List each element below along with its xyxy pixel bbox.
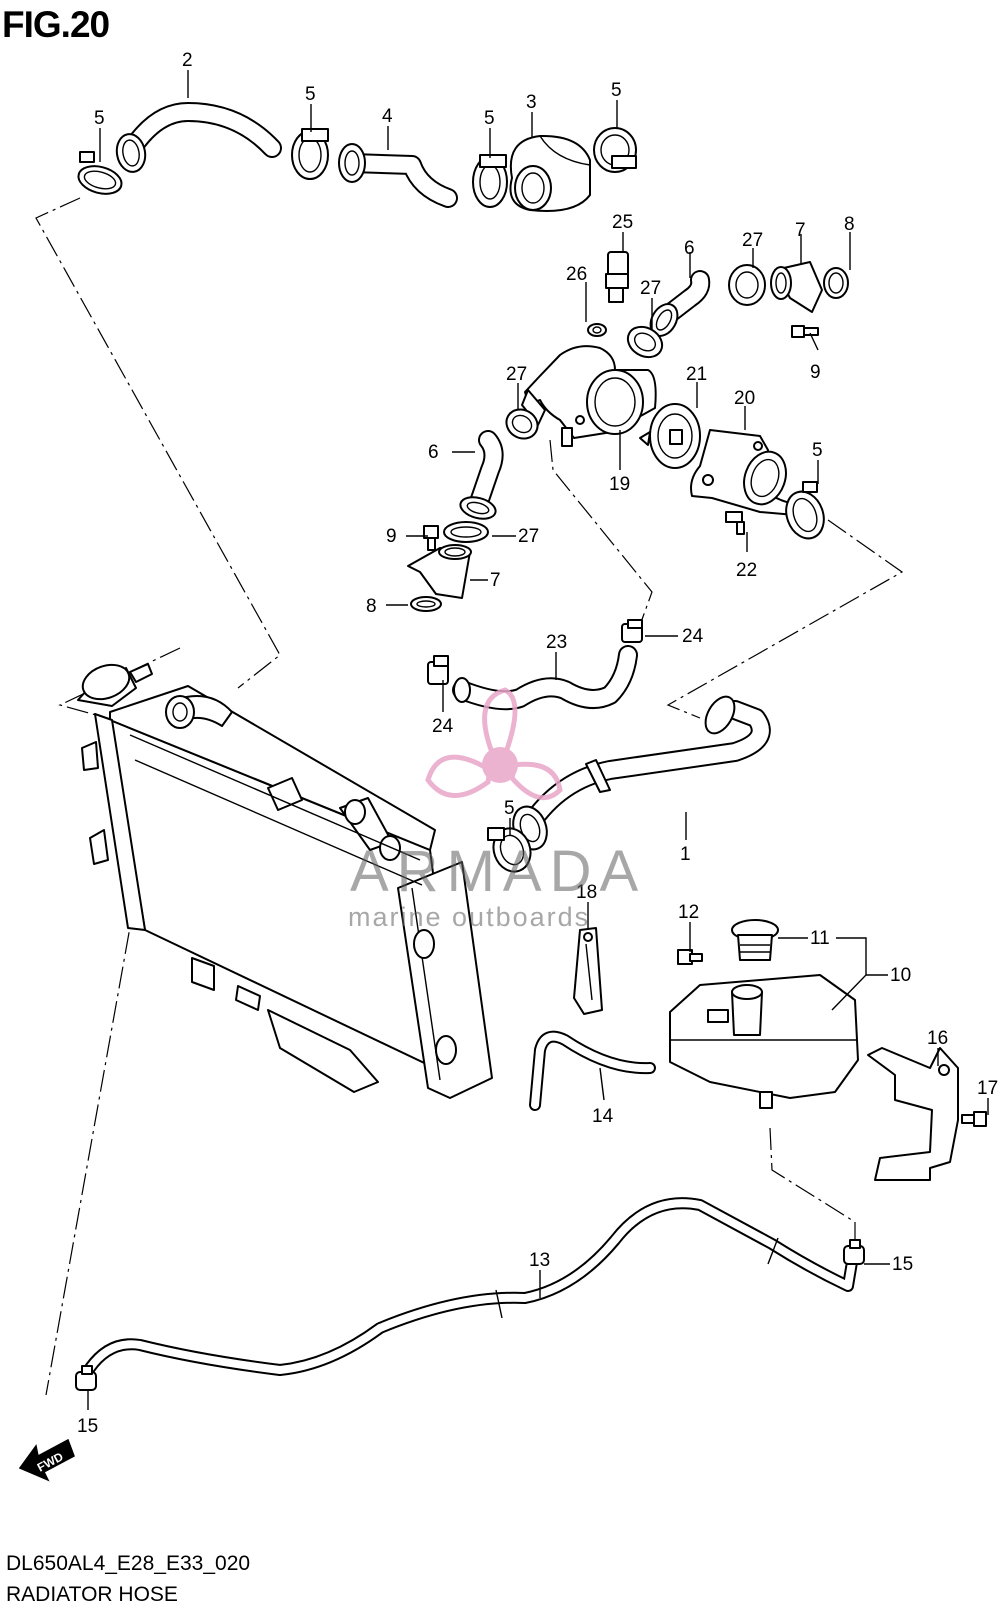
watermark-propeller-icon — [425, 687, 563, 801]
callout-26: 26 — [566, 264, 587, 285]
clip-24-lower[interactable] — [427, 655, 449, 685]
callout-19: 19 — [609, 474, 630, 495]
pipe-4[interactable] — [338, 143, 458, 208]
figure-title: FIG.20 — [2, 4, 110, 45]
callout-8: 8 — [844, 214, 855, 235]
diagram-code: DL650AL4_E28_E33_020 — [6, 1552, 251, 1575]
hose-6-upper[interactable] — [645, 270, 711, 341]
callout-6: 6 — [428, 442, 439, 463]
callout-14: 14 — [592, 1106, 614, 1127]
callout-5: 5 — [305, 84, 316, 105]
callout-25: 25 — [612, 212, 633, 233]
callout-leaders — [87, 70, 989, 1410]
bolt-22[interactable] — [725, 511, 745, 535]
cap-11[interactable] — [731, 919, 779, 961]
callout-5: 5 — [484, 108, 495, 129]
clip-24-upper[interactable] — [621, 619, 643, 643]
bolt-9-upper[interactable] — [791, 325, 819, 338]
hose-6-lower[interactable] — [458, 430, 504, 522]
oring-8-upper[interactable] — [823, 267, 849, 299]
callout-7: 7 — [490, 570, 501, 591]
callout-4: 4 — [382, 106, 393, 127]
oring-8-lower[interactable] — [410, 596, 442, 612]
bracket-16[interactable] — [867, 1047, 959, 1181]
callout-20: 20 — [734, 388, 755, 409]
callout-10: 10 — [890, 965, 911, 986]
callout-5: 5 — [504, 798, 515, 819]
washer-26[interactable] — [587, 323, 607, 337]
fwd-arrow-icon: FWD — [18, 1438, 75, 1482]
housing-19[interactable] — [521, 345, 657, 447]
thermostat-21[interactable] — [639, 403, 701, 469]
callout-24: 24 — [682, 626, 704, 647]
clamp-27-lower[interactable] — [443, 521, 489, 543]
bolt-9-lower[interactable] — [423, 525, 439, 551]
watermark-tagline: marine outboards — [348, 902, 591, 932]
clamp-15-left[interactable] — [75, 1365, 97, 1391]
radiator[interactable] — [77, 659, 493, 1099]
callout-6: 6 — [684, 238, 695, 259]
clamp-5-c[interactable] — [593, 127, 637, 173]
callout-5: 5 — [611, 80, 622, 101]
callout-2: 2 — [182, 50, 193, 71]
callout-24: 24 — [432, 716, 454, 737]
callout-22: 22 — [736, 560, 757, 581]
hose-23[interactable] — [452, 645, 638, 711]
callout-12: 12 — [678, 902, 699, 923]
clamp-27-left[interactable] — [501, 404, 543, 444]
callout-5: 5 — [812, 440, 823, 461]
callout-17: 17 — [977, 1078, 998, 1099]
bolt-12[interactable] — [677, 949, 703, 965]
callout-13: 13 — [529, 1250, 550, 1271]
callout-labels: 2 5 5 4 5 3 5 25 6 27 7 8 26 27 9 27 21 … — [77, 50, 998, 1437]
hose-14[interactable] — [529, 1030, 656, 1111]
callout-1: 1 — [680, 844, 691, 865]
hose-3[interactable] — [509, 134, 591, 212]
watermark-name: ARMADA — [350, 839, 647, 904]
sensor-25[interactable] — [605, 251, 629, 303]
hose-2[interactable] — [114, 102, 282, 174]
callout-9: 9 — [810, 362, 821, 383]
callout-7: 7 — [795, 220, 806, 241]
clamp-5-left[interactable] — [75, 151, 124, 198]
callout-3: 3 — [526, 92, 537, 113]
cover-20[interactable] — [690, 429, 801, 516]
clamp-5-a[interactable] — [291, 128, 329, 180]
callout-9: 9 — [386, 526, 397, 547]
callout-23: 23 — [546, 632, 567, 653]
fitting-7-upper[interactable] — [770, 261, 823, 313]
clamp-5-right[interactable] — [780, 481, 830, 544]
clamp-15-right[interactable] — [843, 1239, 865, 1265]
hose-13[interactable] — [84, 1197, 858, 1376]
callout-11: 11 — [810, 928, 830, 949]
diagram-subtitle: RADIATOR HOSE — [6, 1583, 178, 1606]
callout-16: 16 — [927, 1028, 948, 1049]
callout-15: 15 — [77, 1416, 98, 1437]
bolt-17[interactable] — [961, 1111, 987, 1127]
callout-18: 18 — [576, 882, 597, 903]
callout-27: 27 — [506, 364, 527, 385]
clamp-5-lower[interactable] — [487, 823, 537, 877]
reservoir-tank-10[interactable] — [669, 974, 859, 1109]
clamp-27-upper[interactable] — [728, 264, 766, 306]
callout-27: 27 — [742, 230, 763, 251]
fitting-7-lower[interactable] — [407, 544, 472, 599]
callout-21: 21 — [686, 364, 707, 385]
callout-27: 27 — [518, 526, 539, 547]
bracket-18[interactable] — [573, 927, 603, 1015]
callout-8: 8 — [366, 596, 377, 617]
callout-5: 5 — [94, 108, 105, 129]
callout-27: 27 — [640, 278, 661, 299]
hose-1[interactable] — [507, 692, 771, 854]
clamp-5-b[interactable] — [472, 154, 508, 208]
callout-15: 15 — [892, 1254, 913, 1275]
